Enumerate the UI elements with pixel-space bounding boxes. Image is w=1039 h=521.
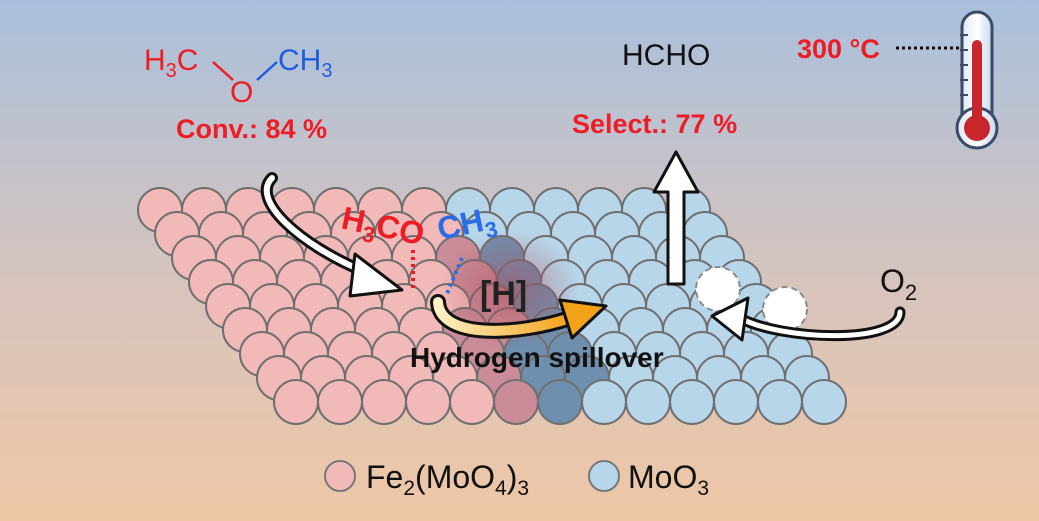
surface-atom (713, 379, 759, 425)
oxygen-atom: O (230, 76, 253, 109)
surface-atom (317, 379, 363, 425)
spillover-arrow (430, 294, 608, 340)
dimethyl-ether-molecule: H3C O CH3 (144, 44, 332, 109)
surface-atom (449, 379, 495, 425)
legend-swatch-moo3 (588, 460, 620, 492)
surface-atom (669, 379, 715, 425)
surface-atom (361, 379, 407, 425)
reoxidation-arrow (710, 296, 906, 342)
oxygen-label: O2 (880, 263, 917, 305)
adsorption-arrow (260, 172, 404, 298)
selectivity-label: Select.: 77 % (572, 109, 737, 139)
surface-atom (801, 379, 847, 425)
surface-atom (537, 379, 583, 425)
bond-line (212, 61, 234, 81)
surface-atom (757, 379, 803, 425)
legend-label-fe2moo43: Fe2(MoO4)3 (366, 459, 529, 500)
legend-swatch-fe2moo43 (324, 460, 356, 492)
surface-atom (493, 379, 539, 425)
thermometer-icon (955, 10, 999, 150)
surface-atom (405, 379, 451, 425)
temperature-label: 300 °C (797, 34, 880, 64)
product-label: HCHO (622, 39, 710, 72)
legend-label-moo3: MoO3 (628, 459, 709, 500)
adsorbed-species: H3CO CH3 (337, 199, 500, 297)
svg-text:CH3: CH3 (278, 44, 332, 82)
svg-text:H3C: H3C (144, 44, 198, 82)
spillover-species: [H] (480, 275, 527, 313)
surface-atom (273, 379, 319, 425)
oxygen-vacancy (695, 266, 741, 312)
legend: Fe2(MoO4)3 MoO3 (324, 459, 709, 500)
surface-atom (625, 379, 671, 425)
svg-text:CH3: CH3 (434, 199, 500, 252)
svg-text:H3CO: H3CO (337, 200, 427, 258)
desorption-arrow (652, 150, 700, 286)
surface-atom (581, 379, 627, 425)
bond-line (256, 61, 278, 81)
conversion-label: Conv.: 84 % (176, 114, 327, 144)
spillover-label: Hydrogen spillover (410, 342, 664, 373)
